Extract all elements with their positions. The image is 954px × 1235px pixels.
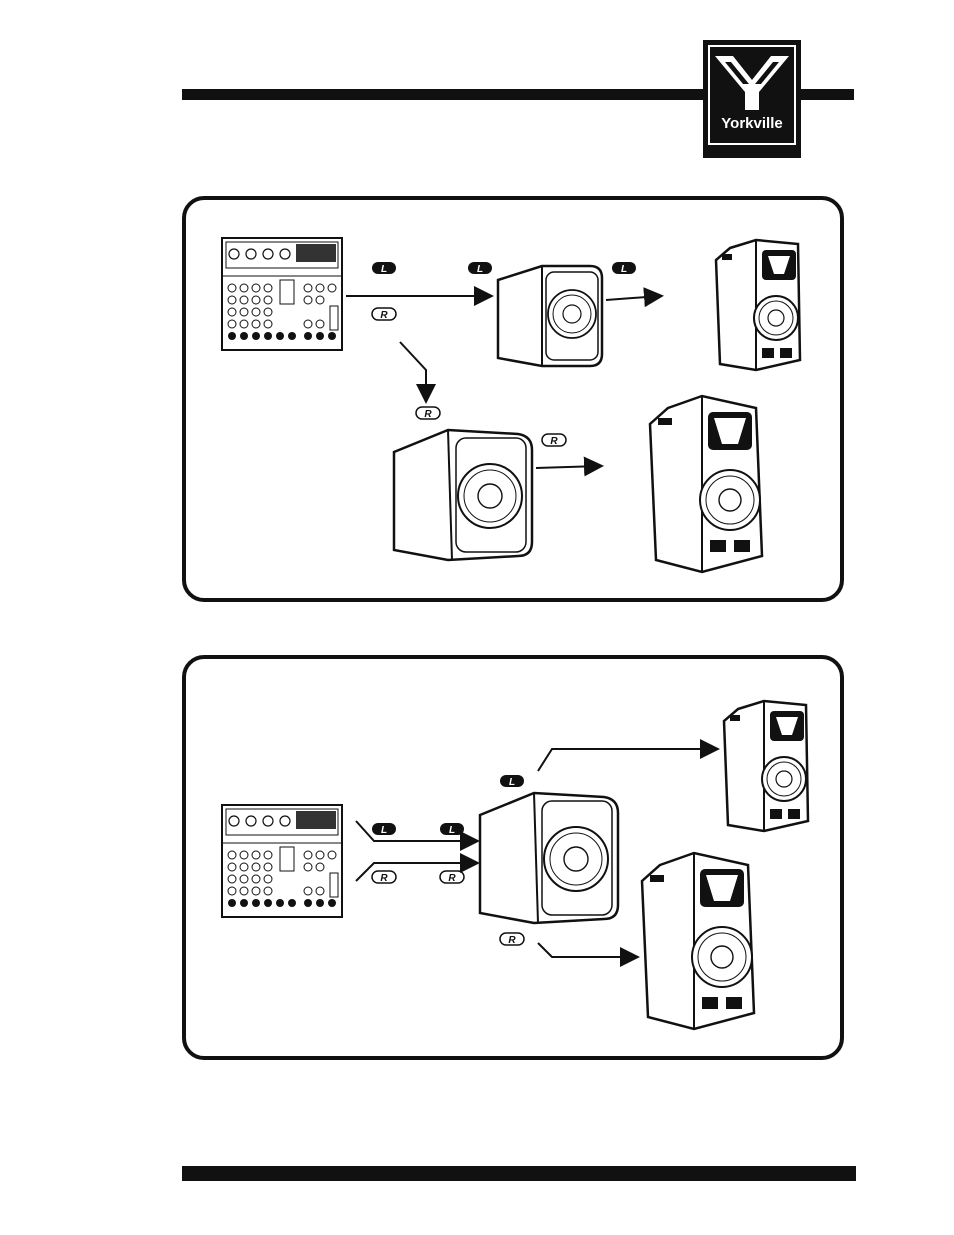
right-channel-tag: R [371,870,397,884]
left-channel-tag: L [468,262,492,275]
svg-text:R: R [424,409,432,420]
svg-text:L: L [381,264,387,275]
diagram-panel-bottom: L L R R L R [182,655,844,1060]
subwoofer-icon [496,264,604,368]
svg-text:L: L [449,825,455,836]
arrow-icon [535,456,604,477]
arrow-icon [605,287,664,308]
subwoofer-icon [392,428,534,562]
svg-text:R: R [380,873,388,884]
arrow-icon [399,341,436,404]
arrow-icon [537,942,640,967]
left-channel-tag: L [372,823,396,836]
svg-text:L: L [381,825,387,836]
diagram-panel-top: L R L L R R [182,196,844,602]
arrow-icon [355,853,480,882]
left-channel-tag: L [500,775,524,788]
loudspeaker-icon [640,851,756,1031]
svg-text:L: L [477,264,483,275]
right-channel-tag: R [499,932,525,946]
logo-wordmark: Yorkville [721,115,782,132]
right-channel-tag: R [541,433,567,447]
header-rule [182,89,854,100]
arrow-icon [355,820,480,851]
left-channel-tag: L [612,262,636,275]
svg-text:R: R [508,935,516,946]
footer-rule [182,1166,856,1181]
svg-text:L: L [621,264,627,275]
subwoofer-icon [478,791,620,925]
left-channel-tag: L [372,262,396,275]
loudspeaker-icon [722,699,810,833]
loudspeaker-icon [648,394,764,574]
left-channel-tag: L [440,823,464,836]
svg-text:L: L [509,777,515,788]
right-channel-tag: R [371,307,397,321]
svg-text:R: R [448,873,456,884]
svg-text:R: R [550,436,558,447]
loudspeaker-icon [714,238,802,372]
svg-text:R: R [380,310,388,321]
mixer-icon [221,237,343,351]
right-channel-tag: R [415,406,441,420]
right-channel-tag: R [439,870,465,884]
arrow-icon [537,739,720,772]
yorkville-logo: Yorkville [703,40,801,158]
mixer-icon [221,804,343,918]
